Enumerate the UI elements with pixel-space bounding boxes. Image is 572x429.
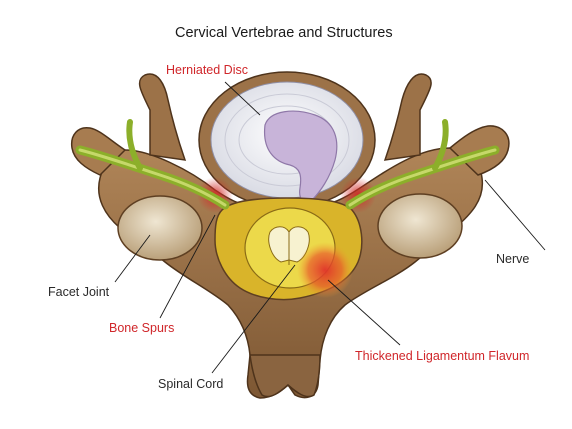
label-facet-joint: Facet Joint — [48, 286, 109, 299]
left-facet-joint — [118, 196, 202, 260]
label-spinal-cord: Spinal Cord — [158, 378, 223, 391]
spinous-process — [250, 355, 320, 397]
label-herniated-disc: Herniated Disc — [166, 64, 248, 77]
label-bone-spurs: Bone Spurs — [109, 322, 174, 335]
right-facet-joint — [378, 194, 462, 258]
ligamentum-inflammation — [297, 242, 353, 298]
label-nerve: Nerve — [496, 253, 529, 266]
left-upper-horn — [140, 74, 185, 160]
right-upper-horn — [385, 74, 431, 160]
diagram-title: Cervical Vertebrae and Structures — [175, 26, 393, 41]
label-thickened-ligamentum-flavum: Thickened Ligamentum Flavum — [355, 350, 529, 363]
